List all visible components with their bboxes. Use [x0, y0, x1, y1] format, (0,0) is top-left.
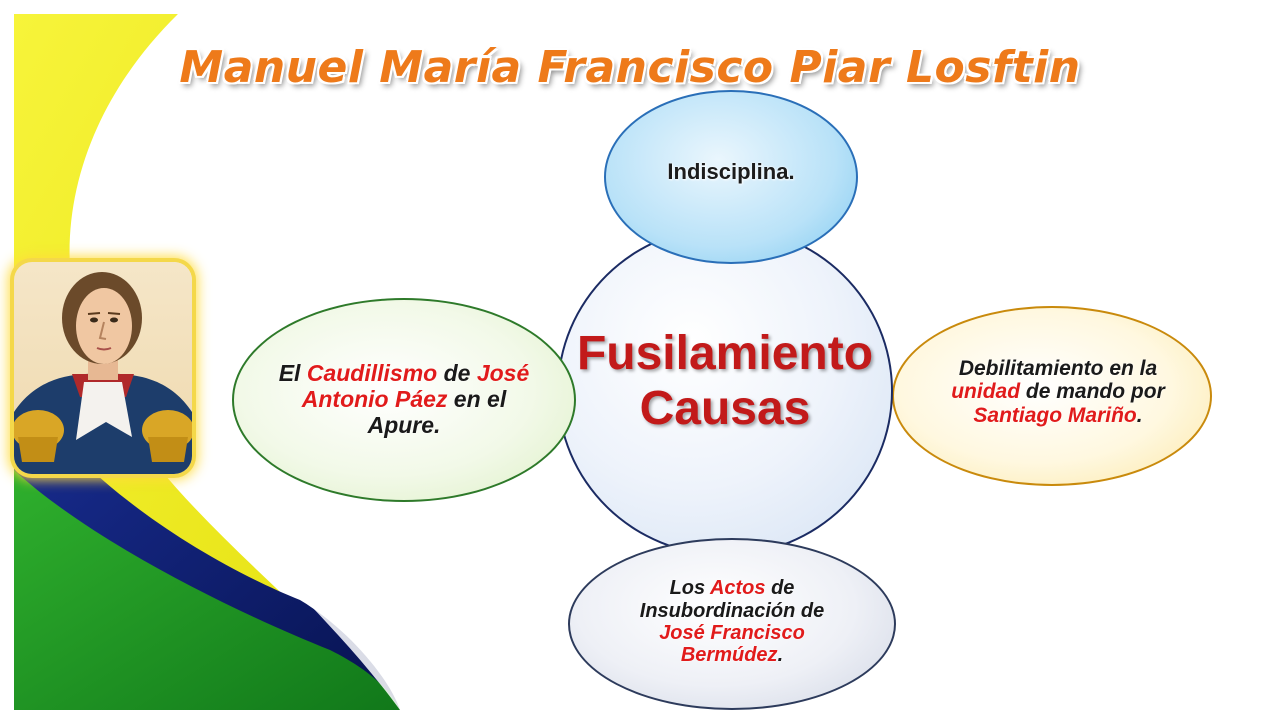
cause-bottom-part3: . [777, 644, 784, 667]
cause-left-highlight2: José Antonio Páez [301, 360, 530, 413]
cause-bubble-top: Indisciplina. [604, 90, 858, 264]
cause-bottom-part2: de Insubordinación de [639, 577, 825, 622]
cause-right-highlight1: unidad [951, 380, 1021, 404]
cause-left-part1: El [278, 360, 307, 387]
cause-left-part3: en el Apure. [367, 386, 507, 438]
cause-left-highlight1: Caudillismo [306, 360, 438, 387]
cause-right-text: Debilitamiento en la unidad de mando por… [894, 357, 1210, 436]
cause-right-part1: Debilitamiento en la [958, 356, 1158, 380]
center-topic-circle: Fusilamiento Causas [557, 226, 893, 556]
cause-bottom-highlight1: Actos [709, 577, 766, 600]
cause-left-text: El Caudillismo de José Antonio Páez en e… [234, 360, 574, 438]
cause-bottom-highlight2: José Francisco Bermúdez [659, 622, 805, 667]
cause-bottom-text: Los Actos de Insubordinación de José Fra… [570, 577, 894, 667]
cause-bottom-part1: Los [669, 577, 710, 600]
center-title-line1: Fusilamiento [576, 326, 874, 380]
cause-top-text: Indisciplina. [667, 158, 795, 184]
page-title: Manuel María Francisco Piar Losftin [179, 42, 1081, 93]
cause-bubble-bottom: Los Actos de Insubordinación de José Fra… [568, 538, 896, 710]
cause-bubble-left: El Caudillismo de José Antonio Páez en e… [232, 298, 576, 502]
cause-right-part2: de mando por [1020, 380, 1165, 404]
portrait-image [14, 262, 192, 474]
cause-left-part2: de [437, 360, 477, 387]
center-title-line2: Causas [639, 382, 811, 435]
cause-right-highlight2: Santiago Mariño [973, 403, 1137, 427]
cause-bubble-right: Debilitamiento en la unidad de mando por… [892, 306, 1212, 486]
cause-right-part3: . [1136, 403, 1143, 427]
portrait-painting-icon [14, 272, 192, 474]
